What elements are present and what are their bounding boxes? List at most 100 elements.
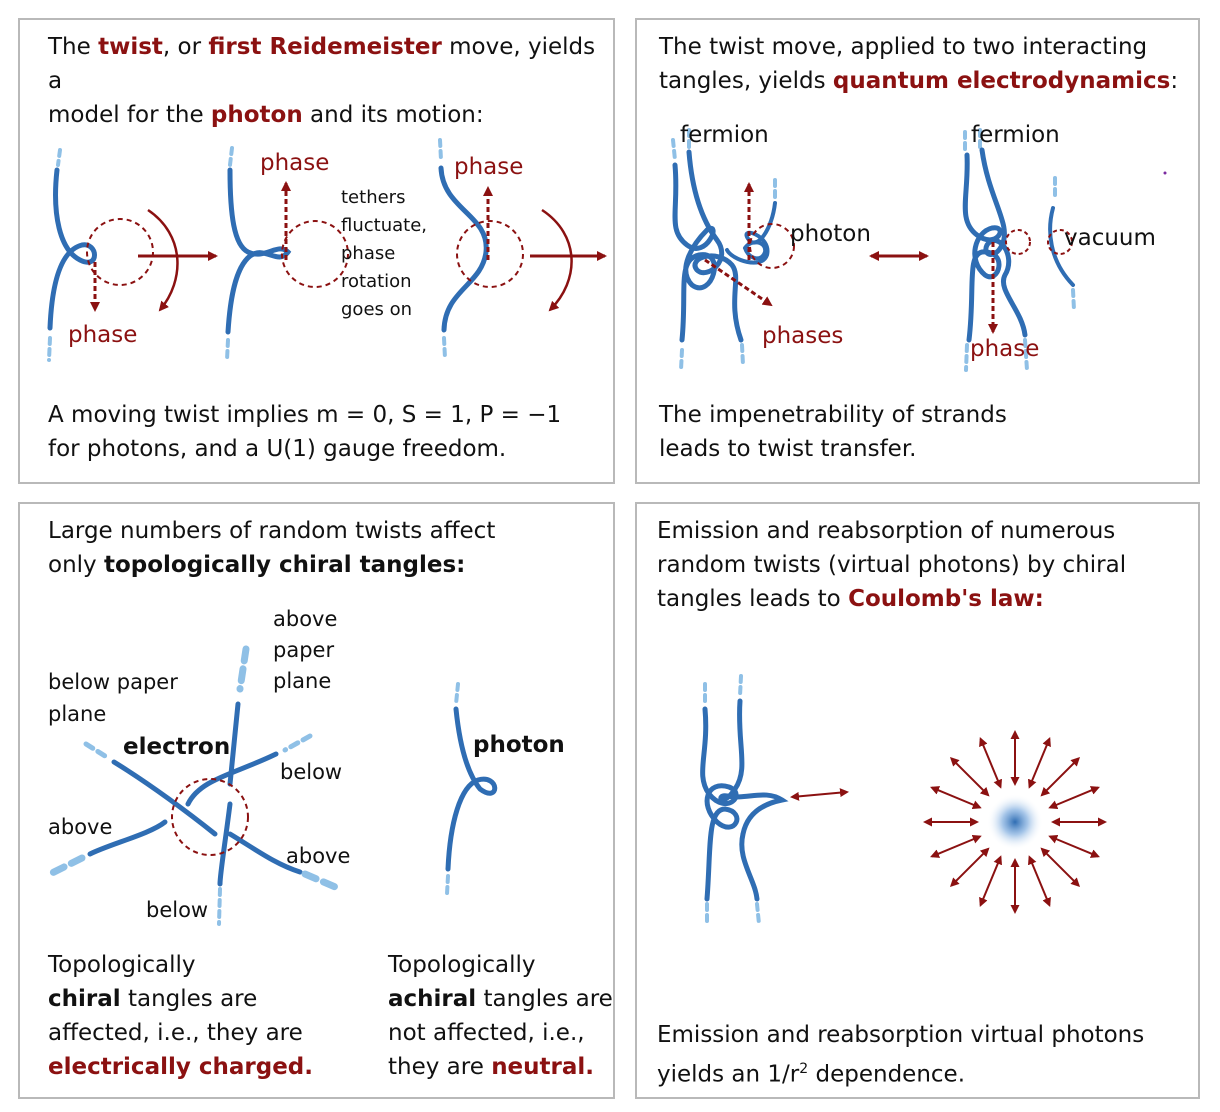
phase-label: phase [970,336,1040,362]
twist-circle-1 [86,218,154,286]
panel2-footer: The impenetrability of strands leads to … [659,398,1007,466]
twist-circle-vacuum-2 [1047,229,1073,255]
footer-line: Emission and reabsorption virtual photon… [657,1022,1145,1048]
field-arrow [1040,847,1081,888]
phases-arrow [704,258,773,307]
footer-line: leads to twist transfer. [659,436,917,462]
intro-text: Large numbers of random twists affect [48,518,496,544]
phase-label-1: phase [68,322,138,348]
field-arrow [949,756,990,797]
footer-line: Topologically [48,952,196,978]
panel1-intro: The twist, or first Reidemeister move, y… [48,30,613,132]
phases-label: phases [762,323,844,349]
electron-circle [171,778,249,856]
panel1-footer: A moving twist implies m = 0, S = 1, P =… [48,398,561,466]
chiral-tangle [700,674,789,926]
twist-circle-3 [456,220,524,288]
above-left-label: above [48,815,113,839]
highlight-twist: twist [98,34,163,60]
note-line: rotation [341,271,412,292]
photon-label: photon [790,221,871,247]
fermion-label-right: fermion [971,122,1060,148]
rotation-arrow-2 [541,208,573,312]
intro-text: The [48,34,99,60]
footer-line: A moving twist implies m = 0, S = 1, P =… [48,402,562,428]
highlight-achiral-word: achiral [388,986,477,1012]
panel-coulomb: Emission and reabsorption of numerous ra… [635,502,1200,1099]
rotation-arrow-1 [147,208,179,312]
highlight-charged: electrically charged. [48,1054,313,1080]
label-line: plane [48,702,107,726]
intro-text: The twist move, applied to two interacti… [659,34,1148,60]
exchange-arrow [790,788,849,801]
footer-text: yields an 1/r [657,1061,800,1088]
intro-line: Emission and reabsorption of numerous [657,518,1116,544]
field-arrow [949,847,990,888]
electron-label: electron [123,734,231,760]
label-line: paper [273,638,335,662]
label-line: below paper [48,670,178,694]
field-arrow [1028,855,1051,907]
field-arrow [1040,756,1081,797]
field-arrow [1048,786,1100,809]
panel4-footer: Emission and reabsorption virtual photon… [657,1018,1144,1092]
fermion-tangle-right [962,128,1076,372]
field-arrow [930,786,982,809]
coulomb-diagram [700,674,1107,926]
footer-text: tangles are [120,986,258,1012]
intro-text: , or [162,34,209,60]
note-line: phase [341,243,396,264]
fermion-label-left: fermion [680,122,769,148]
strand-twist-1 [47,148,97,362]
footer-line: for photons, and a U(1) gauge freedom. [48,436,507,462]
twist-circle-photon [749,223,795,269]
strand-twist-2 [225,146,292,362]
twist-diagram [47,138,607,362]
above-paper-label: above paper plane [273,604,337,697]
intro-text: tangles leads to [657,586,849,612]
achiral-footer: Topologically achiral tangles are not af… [388,948,613,1084]
highlight-qed: quantum electrodynamics [832,68,1171,94]
electron-tangle [46,645,344,926]
footer-line: Topologically [388,952,536,978]
panel-qed: The twist move, applied to two interacti… [635,18,1200,484]
intro-line: random twists (virtual photons) by chira… [657,552,1127,578]
intro-text: tangles, yields [659,68,833,94]
charge-blob [987,794,1043,850]
photon-strand [445,682,498,896]
stray-dot [1163,171,1167,175]
intro-text: and its motion: [302,102,484,128]
photon-label: photon [473,732,565,758]
panel-chiral: Large numbers of random twists affect on… [18,502,615,1099]
below-right-label: below [280,760,343,784]
below-paper-label: below paper plane [48,666,178,730]
qed-diagram [671,128,1167,372]
field-arrow [1048,835,1100,858]
footer-line: The impenetrability of strands [659,402,1007,428]
highlight-chiral-word: chiral [48,986,121,1012]
phase-label-2: phase [260,150,330,176]
highlight-neutral: neutral. [491,1054,595,1080]
panel-twist-photon: The twist, or first Reidemeister move, y… [18,18,615,484]
twist-circle-2 [281,220,349,288]
note-line: goes on [341,299,413,320]
highlight-coulomb: Coulomb's law: [848,586,1044,612]
footer-text: dependence. [808,1061,966,1088]
highlight-photon: photon [210,102,303,128]
highlight-reidemeister: first Reidemeister [208,34,442,60]
electron-photon-diagram [46,645,498,926]
chiral-footer: Topologically chiral tangles are affecte… [48,948,313,1084]
panel3-intro: Large numbers of random twists affect on… [48,514,495,582]
footer-text: they are [388,1054,492,1080]
intro-text: : [1170,68,1179,94]
vacuum-label: vacuum [1064,225,1156,251]
exponent: 2 [799,1061,809,1077]
highlight-chiral: topologically chiral tangles: [103,552,466,578]
field-arrow [979,855,1002,907]
footer-line: not affected, i.e., [388,1020,585,1046]
above-right-label: above [286,844,351,868]
field-arrow [930,835,982,858]
field-arrows [923,730,1107,914]
intro-text: move, yields a [48,34,596,94]
note-line: fluctuate, [341,215,427,236]
